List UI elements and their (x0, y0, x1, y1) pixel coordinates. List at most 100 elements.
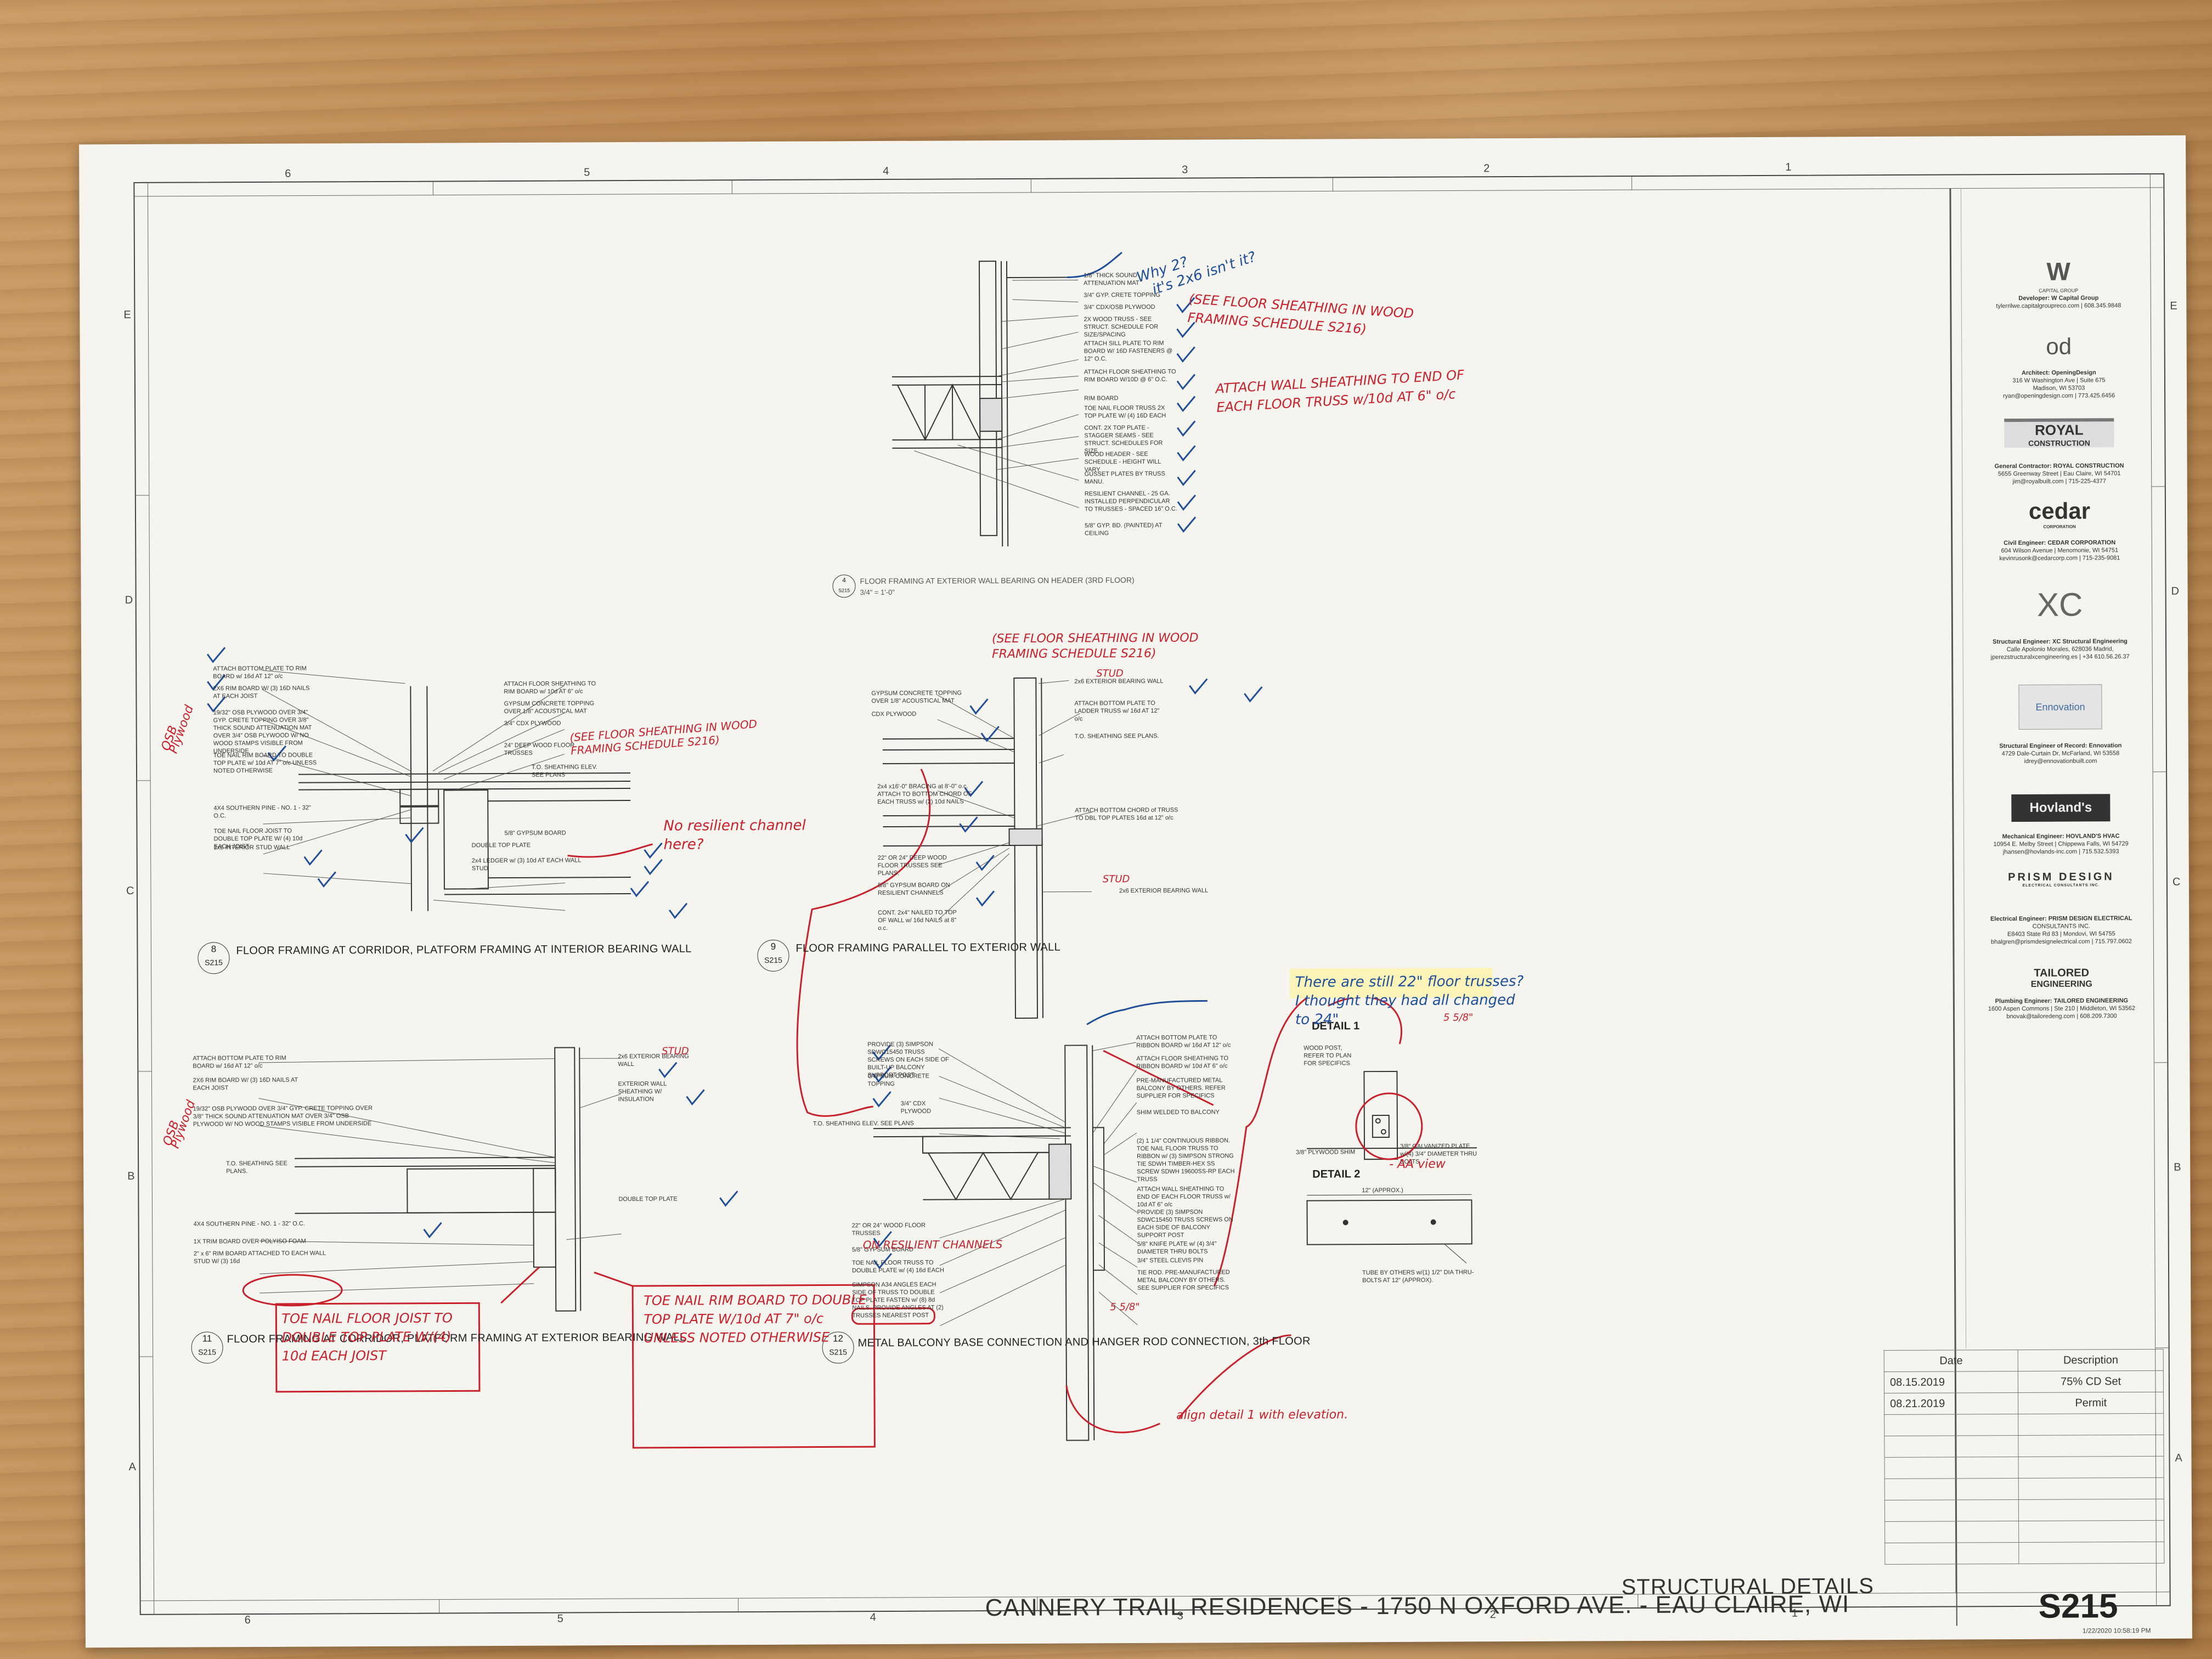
callout: ATTACH FLOOR SHEATHING TO RIM BOARD w/ 1… (504, 680, 596, 696)
grid-col-1: 1 (1785, 161, 1792, 173)
callout: TOE NAIL RIM BOARD TO DOUBLE TOP PLATE w… (213, 752, 317, 775)
callout: 1X TRIM BOARD OVER POLYISO FOAM (193, 1238, 306, 1245)
callout: 2" x 6" RIM BOARD ATTACHED TO EACH WALL … (193, 1250, 326, 1265)
logo-text: cedar (2028, 498, 2091, 524)
callout: RESILIENT CHANNEL - 25 GA. INSTALLED PER… (1084, 490, 1177, 513)
grid-col-6: 6 (285, 167, 291, 180)
callout: EXTERIOR WALL SHEATHING W/ INSULATION (618, 1080, 667, 1103)
mechanical-entry: Mechanical Engineer: HOVLAND'S HVAC 1095… (1960, 832, 2163, 856)
table-cell: 08.15.2019 (1884, 1371, 2018, 1393)
callout: T.O. SHEATHING SEE PLANS. (1074, 732, 1159, 740)
table-row: 08.21.2019 Permit (1884, 1392, 2164, 1415)
table-cell (1884, 1414, 2019, 1436)
table-row: Date Description (1884, 1349, 2164, 1372)
callout: 2x6 INTERIOR STUD WALL (213, 844, 290, 851)
callout: 2x4 x16'-0" BRACING at 8'-0" o.c. ATTACH… (877, 783, 972, 806)
callout: ATTACH BOTTOM PLATE TO RIBBON BOARD w/ 1… (1136, 1034, 1231, 1049)
detail9-callouts-a: GYPSUM CONCRETE TOPPING OVER 1/8" ACOUST… (871, 689, 970, 718)
detail4-scale: 3/4" = 1'-0" (860, 588, 895, 597)
revision-table: Date Description 08.15.2019 75% CD Set 0… (1884, 1349, 2165, 1565)
logo-text: PRISM DESIGN (2008, 871, 2114, 884)
grid-col-5-bottom: 5 (557, 1612, 563, 1625)
table-cell (2018, 1435, 2164, 1457)
table-cell (2018, 1477, 2164, 1500)
tb-line: ryan@openingdesign.com | 773.425.6456 (2002, 392, 2115, 400)
detail12-callouts-right: ATTACH BOTTOM PLATE TO RIBBON BOARD w/ 1… (1136, 1034, 1236, 1292)
detail-sheet: S215 (205, 958, 223, 967)
detail12-title: METAL BALCONY BASE CONNECTION AND HANGER… (857, 1335, 1311, 1350)
table-row: 08.15.2019 75% CD Set (1884, 1370, 2164, 1393)
note-stud-2: STUD (1102, 873, 1130, 885)
drawing-sheet: 6 5 4 3 2 1 6 5 4 3 2 1 E D C B A E D C … (79, 135, 2192, 1648)
project-title: CANNERY TRAIL RESIDENCES - 1750 N OXFORD… (985, 1590, 1850, 1622)
grid-row-e-right: E (2170, 300, 2177, 312)
callout: ATTACH WALL SHEATHING TO END OF EACH FLO… (1137, 1186, 1231, 1208)
table-cell (1884, 1435, 2019, 1458)
grid-row-b-right: B (2174, 1161, 2181, 1173)
callout: DOUBLE TOP PLATE (618, 1195, 678, 1203)
detail-sheet: S215 (829, 1347, 848, 1357)
table-cell (2018, 1499, 2164, 1521)
line-work (133, 173, 2171, 1615)
detail9-callouts-c: 2x4 x16'-0" BRACING at 8'-0" o.c. ATTACH… (877, 782, 976, 806)
callout: 19/32" OSB PLYWOOD OVER 3/4" GYP. CRETE … (193, 1105, 373, 1128)
callout: 2x4 LEDGER w/ (3) 10d AT EACH WALL STUD (471, 857, 582, 872)
note-toe-nail-floor-joist: TOE NAIL FLOOR JOIST TO DOUBLE TOP PLATE… (281, 1310, 453, 1364)
grid-row-c: C (126, 884, 134, 898)
table-row (1884, 1499, 2164, 1522)
table-cell (2018, 1456, 2164, 1479)
record-entry: Structural Engineer of Record: Ennovatio… (1959, 742, 2162, 766)
note-align-detail: align detail 1 with elevation. (1176, 1408, 1348, 1423)
detail2-dim: 12" (APPROX.) (1362, 1187, 1403, 1194)
grid-row-a-right: A (2175, 1452, 2182, 1464)
callout: 4X4 SOUTHERN PINE - NO. 1 - 32" O.C. (193, 1220, 305, 1228)
grid-col-3: 3 (1182, 163, 1188, 176)
note-stud-1: STUD (1096, 668, 1124, 680)
table-cell (2018, 1520, 2164, 1543)
note-dim-top: 5 5/8" (1443, 1012, 1474, 1024)
detail8-title: FLOOR FRAMING AT CORRIDOR, PLATFORM FRAM… (236, 943, 692, 957)
detail12-callouts-left: PROVIDE (3) SIMPSON SDWC15450 TRUSS SCRE… (813, 1040, 950, 1127)
logo-sub: CORPORATION (2043, 524, 2076, 529)
note-on-resilient-channels: ON RESILIENT CHANNELS (862, 1238, 1003, 1252)
table-cell (1884, 1457, 2019, 1479)
detail-number: 9 (770, 941, 776, 952)
table-cell (1884, 1521, 2019, 1543)
callout: 3/4" STEEL CLEVIS PIN (1137, 1257, 1204, 1264)
callout: 3/4" CDX PLYWOOD (900, 1100, 932, 1115)
logo-sub: CONSTRUCTION (2028, 438, 2090, 448)
logo-text: TAILORED (2034, 967, 2090, 979)
table-cell: 75% CD Set (2018, 1370, 2164, 1393)
grid-row-b: B (127, 1170, 135, 1183)
callout: 5/8" KNIFE PLATE w/ (4) 3/4" DIAMETER TH… (1137, 1240, 1217, 1255)
table-header: Date (1884, 1350, 2018, 1372)
grid-col-4: 4 (883, 165, 889, 177)
detail9-callouts-e: 22" OR 24" DEEP WOOD FLOOR TRUSSES SEE P… (878, 854, 961, 932)
detail11-callouts-right: 2x6 EXTERIOR BEARING WALL EXTERIOR WALL … (618, 1053, 695, 1204)
callout: GYPSUM CONCRETE TOPPING OVER 1/8" ACOUST… (871, 690, 962, 705)
table-cell (1884, 1478, 2019, 1500)
tb-line: idrey@ennovationbuilt.com (2024, 758, 2097, 765)
detail-sheet: S215 (198, 1347, 217, 1357)
tb-line: tylerrilwe.capitalgroupreco.com | 608.34… (1996, 302, 2121, 310)
table-cell: Permit (2018, 1392, 2164, 1414)
callout: 19/32" OSB PLYWOOD OVER 3/4" GYP. CRETE … (213, 709, 312, 755)
detail11-callouts-left: ATTACH BOTTOM PLATE TO RIM BOARD w/ 16d … (193, 1054, 373, 1266)
architect-entry: Architect: OpeningDesign 316 W Washingto… (1957, 369, 2160, 400)
note-stud-3: STUD (662, 1045, 689, 1057)
w-capital-logo: W (2046, 257, 2070, 286)
print-timestamp: 1/22/2020 10:58:19 PM (2082, 1626, 2151, 1635)
callout: 2x6 EXTERIOR BEARING WALL (1119, 887, 1209, 895)
grid-row-c-right: C (2172, 876, 2181, 888)
callout: TOE NAIL FLOOR TRUSS TO DOUBLE PLATE w/ … (851, 1259, 944, 1274)
callout: (2) 1 1/4" CONTINUOUS RIBBON. TOE NAIL F… (1136, 1137, 1235, 1183)
table-cell (1884, 1499, 2019, 1522)
callout: GYPSUM CONCRETE TOPPING OVER 1/8" ACOUST… (504, 700, 595, 715)
detail-number: 4 (842, 576, 846, 584)
detail2-title: DETAIL 2 (1312, 1168, 1361, 1181)
callout: DOUBLE TOP PLATE (471, 842, 531, 849)
detail-sheet: S215 (838, 588, 850, 594)
hovlands-logo: Hovland's (2011, 794, 2111, 822)
callout: 5/8" GYPSUM BOARD (504, 830, 566, 837)
